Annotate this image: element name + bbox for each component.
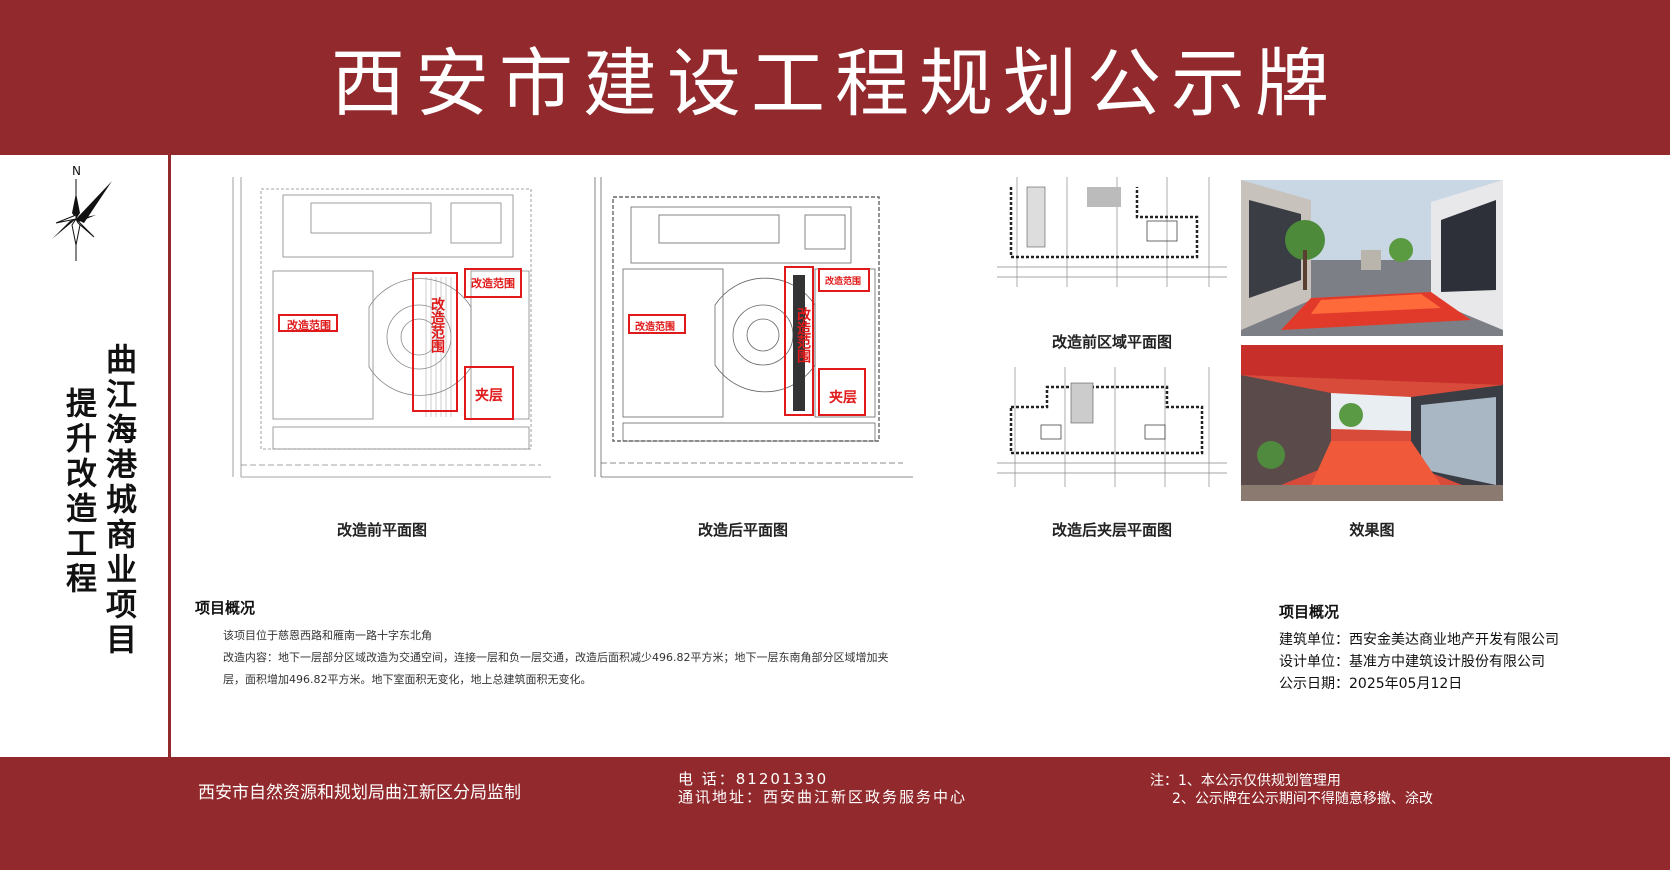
renderings-label: 效果图 [1349, 521, 1395, 539]
before-plan-label: 改造前平面图 [336, 521, 427, 539]
scope-label: 改造范围 [471, 277, 515, 290]
sidebar-divider [168, 155, 171, 757]
scope-label: 改造范围 [287, 319, 331, 332]
before-plan-drawing: 改造范围 改造范围 改造范围 夹层 [221, 177, 551, 501]
project-title-line2: 提升改造工程 [60, 387, 96, 597]
notice-date: 公示日期：2025年05月12日 [1279, 676, 1463, 692]
compass-rose-icon: N [44, 163, 124, 267]
scope-label: 改造范围 [825, 277, 862, 287]
overview-right-heading: 项目概况 [1279, 603, 1340, 621]
overview-content: 改造内容：地下一层部分区域改造为交通空间，连接一层和负一层交通，改造后面积减少4… [223, 651, 889, 686]
overview-location: 该项目位于慈恩西路和雁南一路十字东北角 [223, 629, 432, 642]
scope-label: 夹层 [475, 388, 503, 404]
scope-label: 改造范围 [795, 307, 811, 363]
footer-note-1: 注：1、本公示仅供规划管理用 [1150, 773, 1341, 789]
main-panel: 改造范围 改造范围 改造范围 夹层 改造前平面图 [171, 155, 1670, 757]
after-plan-drawing: 改造范围 改造范围 改造范围 夹层 [583, 177, 913, 501]
rendering-atrium-image [1241, 345, 1503, 505]
north-label: N [72, 164, 81, 178]
footer-address: 通讯地址：西安曲江新区政务服务中心 [678, 788, 968, 806]
scope-label: 改造范围 [635, 322, 675, 333]
builder-unit: 建筑单位：西安金美达商业地产开发有限公司 [1279, 632, 1559, 648]
footer-phone: 电 话：81201330 [678, 770, 829, 788]
scope-label: 夹层 [829, 390, 857, 406]
designer-unit: 设计单位：基准方中建筑设计股份有限公司 [1279, 654, 1545, 670]
before-area-drawing [997, 177, 1227, 303]
after-mezzanine-label: 改造后夹层平面图 [1051, 521, 1172, 539]
overview-heading: 项目概况 [195, 599, 256, 617]
sidebar: N 曲江海港城商业项目 提升改造工程 [0, 155, 168, 757]
footer-supervisor: 西安市自然资源和规划局曲江新区分局监制 [198, 783, 521, 803]
scope-label: 改造范围 [429, 297, 445, 353]
footer-note-2: 2、公示牌在公示期间不得随意移撤、涂改 [1172, 791, 1433, 807]
project-title-line1: 曲江海港城商业项目 [100, 343, 136, 658]
rendering-street-image [1241, 180, 1503, 340]
before-area-label: 改造前区域平面图 [1051, 333, 1172, 351]
after-plan-label: 改造后平面图 [697, 521, 788, 539]
board-title: 西安市建设工程规划公示牌 [331, 40, 1339, 127]
after-mezzanine-drawing [997, 367, 1227, 501]
